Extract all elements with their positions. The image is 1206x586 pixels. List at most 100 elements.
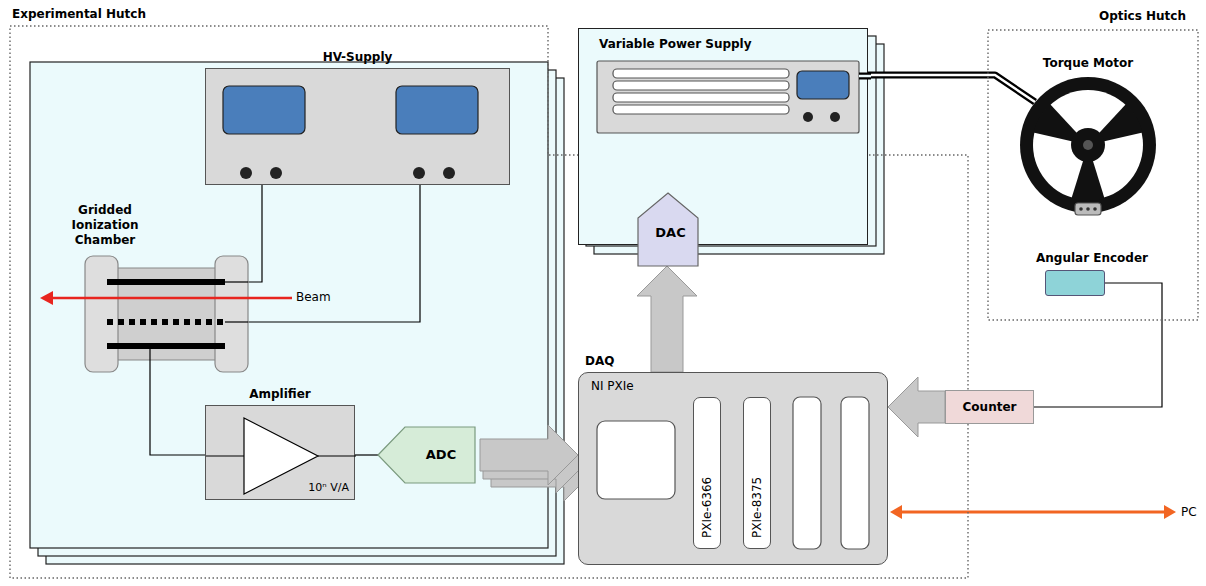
connector-pin [1093, 207, 1097, 211]
wire [149, 346, 150, 372]
daq-chassis: PXIe-6366PXIe-8375DAQNI PXIe [578, 372, 888, 565]
beam-line [51, 297, 292, 300]
adc-block: ADC [378, 427, 480, 483]
electrode-plate [107, 343, 225, 349]
cable-gap [859, 75, 871, 78]
module-name: PXIe-8375 [750, 477, 765, 538]
vent-slot [613, 69, 789, 78]
empty-slot [841, 397, 869, 549]
wire [248, 185, 262, 282]
module-slot: PXIe-6366 [693, 397, 721, 549]
arrow-head [890, 505, 902, 519]
connector-pin [1079, 207, 1083, 211]
device-title: ADC [402, 447, 480, 463]
wire [225, 321, 248, 322]
controller-module [597, 421, 675, 499]
module-slot: PXIe-8375 [743, 397, 771, 549]
hutch-region: Torque MotorAngular EncoderOptics Hutch [988, 30, 1198, 320]
wire [206, 455, 244, 456]
grid-electrode [107, 319, 225, 325]
device-title: Torque Motor [1043, 56, 1133, 71]
electrode-plate [107, 279, 225, 285]
amplifier-box: Amplifier10ⁿ V/A [205, 405, 355, 500]
device-title: Angular Encoder [1036, 251, 1148, 266]
encoder-box: Angular Encoder [1045, 270, 1105, 296]
arrow-head [40, 291, 53, 305]
device-title: Amplifier [249, 387, 311, 402]
vent-slot [613, 81, 789, 90]
motor-hub [1071, 128, 1105, 162]
signal-wire [248, 185, 420, 322]
chamber-flange [85, 256, 118, 372]
motor-connector [1075, 203, 1101, 215]
power-supply-device [597, 61, 859, 133]
block-arrow [480, 425, 578, 485]
display-screen [797, 71, 849, 99]
vent-slot [613, 105, 789, 114]
signal-wire [1034, 283, 1162, 407]
pc-link-line [898, 511, 1168, 514]
hutch-title: Experimental Hutch [12, 7, 146, 22]
device-title: DAQ [585, 354, 614, 369]
chassis-model: NI PXIe [591, 379, 634, 394]
node-drawing [579, 373, 889, 566]
node-drawing [1020, 77, 1156, 227]
knob [830, 112, 840, 122]
knob [413, 167, 425, 179]
cable [868, 75, 1035, 102]
vent-slot [613, 93, 789, 102]
knob [803, 112, 813, 122]
ionization-chamber: Gridded Ionization Chamber [85, 256, 248, 372]
device-title: HV-Supply [323, 50, 393, 65]
cable-gap [868, 75, 1035, 102]
device-title: Variable Power Supply [599, 37, 752, 52]
data-flow-arrow [888, 377, 945, 437]
wire [225, 281, 248, 282]
wire [248, 185, 420, 322]
node-drawing [206, 69, 511, 186]
wire [318, 455, 356, 456]
hutch-title: Optics Hutch [1099, 9, 1186, 24]
arrow-head [1164, 505, 1176, 519]
display-screen [223, 86, 305, 134]
hutch-outline [988, 30, 1198, 320]
beam-label: Beam [296, 290, 331, 304]
device-title: Gridded Ionization Chamber [57, 203, 153, 248]
signal-wire [248, 185, 262, 282]
pc-link-arrow [890, 505, 1176, 519]
node-drawing [579, 29, 869, 239]
dac-block: DAC [638, 193, 703, 266]
module-name: PXIe-6366 [700, 477, 715, 538]
wire [1034, 283, 1162, 407]
hutch-outline [10, 26, 968, 578]
motor-axle [1083, 140, 1093, 150]
signal-wire [150, 372, 205, 455]
counter-box: Counter [945, 390, 1034, 424]
chamber-flange [215, 256, 248, 372]
knob [270, 167, 282, 179]
amplifier-symbol [244, 418, 318, 494]
device-title: DAC [638, 225, 703, 241]
torque-motor: Torque Motor [1020, 77, 1156, 227]
power-cable [868, 75, 1035, 102]
knob [240, 167, 252, 179]
block-arrow [637, 266, 697, 372]
gain-label: 10ⁿ V/A [308, 481, 349, 495]
node-drawing [85, 256, 248, 372]
power-supply-panel: DAC Variable Power Supply [578, 28, 868, 245]
wire [150, 372, 205, 455]
cable [859, 73, 871, 80]
motor-housing [1020, 77, 1156, 213]
data-flow-arrow [637, 266, 697, 372]
block-arrow [888, 377, 945, 437]
device-title: Counter [946, 400, 1033, 415]
knob [443, 167, 455, 179]
experiment-panel-stack [30, 62, 564, 564]
hv-supply-box: HV-Supply [205, 68, 510, 185]
empty-slot [793, 397, 821, 549]
display-screen [396, 86, 478, 134]
pc-label: PC [1181, 505, 1197, 519]
connector-pin [1086, 207, 1090, 211]
